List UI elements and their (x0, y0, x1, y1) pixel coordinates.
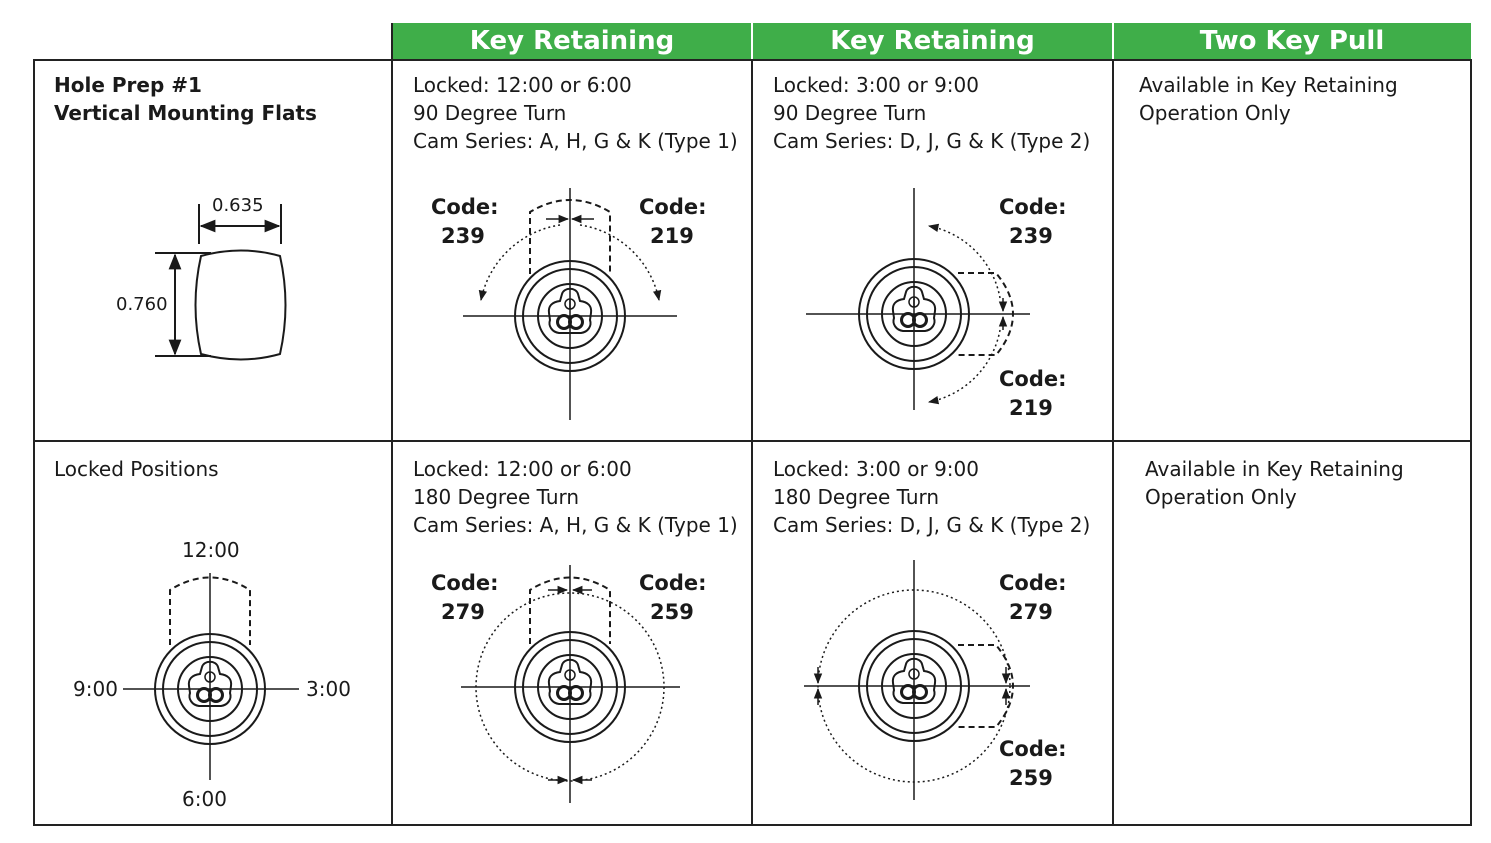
position-3: 3:00 (306, 677, 351, 701)
lock-diagram-12-6-180 (461, 565, 680, 803)
code-value-239: 239 (1009, 224, 1053, 248)
code-value-219: 219 (1009, 396, 1053, 420)
table-border-right (1470, 59, 1472, 826)
code-label: Code: (999, 571, 1067, 595)
lock-diagram-3-9-180 (804, 560, 1030, 800)
lock-diagram-12-6-90 (463, 188, 677, 420)
code-value-279: 279 (441, 600, 485, 624)
header-divider (1112, 23, 1114, 59)
code-label: Code: (999, 367, 1067, 391)
table-border-left (33, 59, 35, 826)
code-value-259: 259 (1009, 766, 1053, 790)
position-9: 9:00 (73, 677, 118, 701)
code-label: Code: (431, 195, 499, 219)
position-12: 12:00 (182, 538, 240, 562)
code-value-219: 219 (650, 224, 694, 248)
code-label: Code: (431, 571, 499, 595)
header-two-key-pull: Two Key Pull (1113, 23, 1471, 59)
code-value-239: 239 (441, 224, 485, 248)
header-key-retaining-2: Key Retaining (752, 23, 1113, 59)
code-value-279: 279 (1009, 600, 1053, 624)
header-key-retaining-1: Key Retaining (392, 23, 752, 59)
table-col-divider (1112, 59, 1114, 826)
dim-width-label: 0.635 (212, 195, 264, 216)
table-col-divider (391, 23, 393, 826)
table-col-divider (751, 59, 753, 826)
hole-prep-drawing (155, 204, 287, 361)
code-label: Code: (639, 195, 707, 219)
dim-height-label: 0.760 (116, 294, 168, 315)
locked-positions-diagram (123, 573, 299, 780)
locked-positions-title: Locked Positions (54, 457, 219, 481)
position-6: 6:00 (182, 787, 227, 811)
lock-diagram-3-9-90 (806, 188, 1030, 410)
header-divider (751, 23, 753, 59)
code-label: Code: (999, 737, 1067, 761)
code-label: Code: (999, 195, 1067, 219)
code-label: Code: (639, 571, 707, 595)
code-value-259: 259 (650, 600, 694, 624)
